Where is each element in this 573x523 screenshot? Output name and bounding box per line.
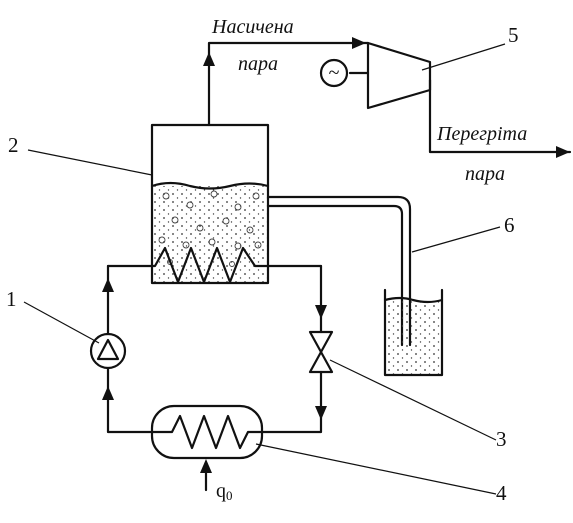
superheated-steam-line: [428, 78, 572, 158]
saturated-steam-line: [203, 37, 370, 127]
pump-icon: [96, 338, 120, 361]
right-down-arrow-bottom: [315, 406, 327, 420]
saturated-steam-label-line1: Насичена: [211, 16, 294, 38]
bubbles: [158, 190, 262, 267]
turbine: ~: [319, 41, 432, 110]
steam-up-arrow: [203, 52, 215, 66]
right-down-arrow-top: [315, 305, 327, 319]
throttle-valve: [308, 330, 334, 374]
callout-4: 4: [496, 481, 507, 505]
generator-symbol: ~: [329, 62, 340, 84]
callout-1: 1: [6, 287, 17, 311]
superheated-arrow: [556, 146, 570, 158]
left-pipe: [102, 264, 154, 434]
callout-5: 5: [508, 23, 519, 47]
steam-right-arrow: [352, 37, 366, 49]
callout-6: 6: [504, 213, 515, 237]
superheated-steam-label-line1: Перегріта: [436, 123, 527, 145]
heat-input-arrow: [200, 459, 212, 473]
tube-and-beaker: [266, 195, 444, 377]
superheated-steam-label-line2: пара: [465, 163, 505, 185]
heat-input-label: q0: [216, 480, 233, 503]
valve-icon: [308, 330, 334, 374]
left-up-arrow-top: [102, 278, 114, 292]
generator-icon: [319, 58, 349, 88]
right-pipe: [260, 264, 327, 434]
heat-input-q: q: [216, 480, 226, 502]
evaporator: [150, 404, 264, 492]
pump: [89, 332, 127, 370]
left-up-arrow-bottom: [102, 386, 114, 400]
saturated-steam-label-line2: пара: [238, 53, 278, 75]
callout-2: 2: [8, 133, 19, 157]
callout-lines: [23, 43, 506, 495]
condenser-coil: [106, 246, 323, 284]
heat-input-subscript: 0: [226, 488, 233, 503]
callout-3: 3: [496, 427, 507, 451]
